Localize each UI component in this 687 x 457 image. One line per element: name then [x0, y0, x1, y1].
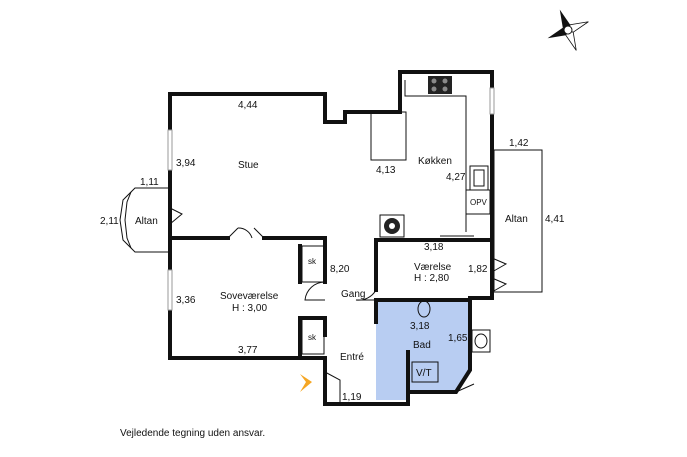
dim-label: 4,41: [545, 214, 565, 225]
dim-label: 1,11: [140, 177, 159, 188]
balcony-right: [493, 149, 543, 293]
dim-label: 3,18: [424, 242, 444, 253]
room-label-vaerelse: Værelse: [414, 262, 452, 273]
dim-label: 2,11: [100, 216, 119, 227]
bathroom-area: [376, 300, 470, 400]
fixture-label-sk-top: sk: [308, 257, 317, 266]
dim-label: 3,94: [176, 158, 196, 169]
room-label-stue: Stue: [238, 160, 259, 171]
entry-arrow-icon: [300, 374, 312, 392]
dim-label: 3,18: [410, 321, 430, 332]
dim-label: 4,44: [238, 100, 258, 111]
room-label-koekken: Køkken: [418, 156, 452, 167]
room-label-entre: Entré: [340, 352, 364, 363]
dim-label: 4,27: [446, 172, 466, 183]
dim-label: 8,20: [330, 264, 350, 275]
disclaimer-text: Vejledende tegning uden ansvar.: [120, 428, 266, 439]
room-height-sovevaerelse: H : 3,00: [232, 303, 267, 314]
dim-label: 4,13: [376, 165, 396, 176]
dim-label: 1,42: [509, 138, 529, 149]
dim-label: 3,36: [176, 295, 196, 306]
stove-icon: [428, 76, 452, 94]
dim-label: 1,82: [468, 264, 488, 275]
room-label-sovevaerelse: Soveværelse: [220, 291, 279, 302]
outer-walls: [168, 70, 494, 406]
compass-rose-icon: [547, 9, 589, 51]
room-label-gang: Gang: [341, 289, 365, 300]
dim-label: 1,65: [448, 333, 468, 344]
dim-label: 1,19: [342, 392, 362, 403]
fixture-label-opv: OPV: [470, 198, 488, 207]
dim-label: 3,77: [238, 345, 258, 356]
fixture-label-sk-bottom: sk: [308, 333, 317, 342]
room-label-altan-right: Altan: [505, 214, 528, 225]
fixture-label-vt: V/T: [416, 368, 432, 379]
room-label-bad: Bad: [413, 340, 431, 351]
room-label-altan-left: Altan: [135, 216, 158, 227]
room-height-vaerelse: H : 2,80: [414, 273, 449, 284]
